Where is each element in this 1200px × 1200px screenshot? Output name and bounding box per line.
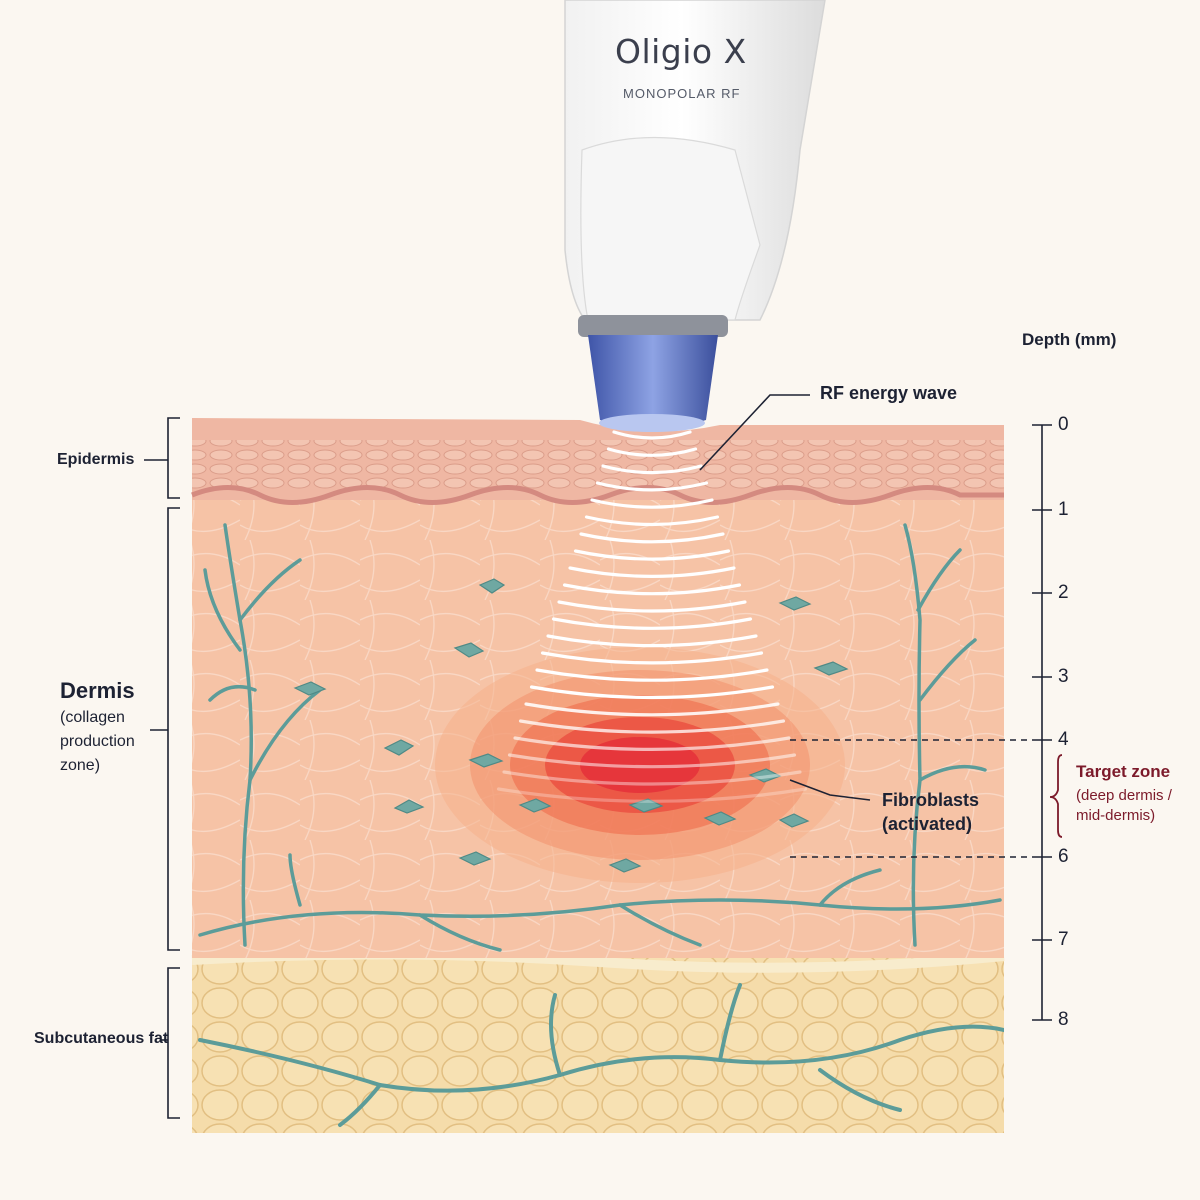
device-name: Oligio X xyxy=(615,32,747,71)
rf-wave-arc xyxy=(529,685,775,700)
fibroblasts-label-line: Fibroblasts xyxy=(882,790,980,810)
depth-tick-label: 0 xyxy=(1058,414,1069,435)
dermis-note-line: zone) xyxy=(60,757,101,774)
rf-wave-arc xyxy=(584,515,720,527)
depth-tick-label: 2 xyxy=(1058,582,1069,603)
depth-tick-label: 6 xyxy=(1058,846,1069,867)
rf-wave-arc xyxy=(568,566,736,578)
rf-wave-arc xyxy=(606,447,698,457)
rf-wave-arc xyxy=(502,770,802,786)
rf-waves xyxy=(496,430,808,803)
rf-wave-arc xyxy=(595,481,709,492)
depth-title: Depth (mm) xyxy=(1022,330,1117,349)
rf-wave-arc xyxy=(535,668,769,682)
rf-wave-arc xyxy=(557,600,747,613)
device-subtitle: MONOPOLAR RF xyxy=(623,86,741,101)
device-handpiece xyxy=(564,0,826,432)
dermis-note-line: (collagen xyxy=(60,709,125,726)
target-sub-line: (deep dermis / xyxy=(1076,787,1172,804)
rf-wave-arc xyxy=(551,617,753,630)
rf-wave-arc xyxy=(579,532,725,544)
rf-wave-arc xyxy=(546,634,758,648)
epidermis-layer xyxy=(191,418,1004,505)
target-sub-line: mid-dermis) xyxy=(1076,807,1156,824)
heat-zone xyxy=(435,647,845,883)
fat-layer xyxy=(191,949,1005,1133)
depth-tick-label: 8 xyxy=(1058,1009,1069,1030)
rf-wave-label: RF energy wave xyxy=(820,383,958,403)
target-zone-title: Target zone xyxy=(1076,762,1171,781)
depth-ruler xyxy=(1032,424,1052,1021)
layer-brackets xyxy=(144,417,180,1119)
rf-wave-arc xyxy=(496,787,808,803)
rf-wave-arc xyxy=(524,702,780,717)
fibroblasts-label-line: (activated) xyxy=(882,814,973,834)
dermis-vessels xyxy=(198,523,1002,952)
dermis-label: Dermis xyxy=(60,678,135,703)
fat-label: Subcutaneous fat xyxy=(34,1030,169,1047)
rf-wave-arc xyxy=(612,430,692,440)
dermis-note: (collagen production zone) xyxy=(60,706,135,778)
target-bracket xyxy=(1049,754,1063,838)
fibroblasts xyxy=(293,578,849,873)
rf-wave-arc xyxy=(513,736,791,751)
depth-tick-label: 3 xyxy=(1058,666,1069,687)
fibroblasts-label: Fibroblasts (activated) xyxy=(882,788,979,836)
leader-lines xyxy=(699,394,1032,858)
rf-wave-arc xyxy=(601,464,703,475)
rf-wave-arc xyxy=(507,753,797,769)
rf-wave-arc xyxy=(573,549,731,561)
rf-wave-arc xyxy=(518,719,786,734)
target-zone-sub: (deep dermis / mid-dermis) xyxy=(1076,786,1172,826)
rf-wave-arc xyxy=(562,583,742,596)
rf-wave-arc xyxy=(540,651,764,665)
rf-wave-arc xyxy=(590,498,714,509)
fat-vessels xyxy=(198,983,1004,1127)
depth-tick-label: 4 xyxy=(1058,729,1069,750)
dermis-note-line: production xyxy=(60,733,135,750)
epidermis-label: Epidermis xyxy=(57,451,135,468)
depth-tick-label: 7 xyxy=(1058,929,1069,950)
depth-tick-label: 1 xyxy=(1058,499,1069,520)
